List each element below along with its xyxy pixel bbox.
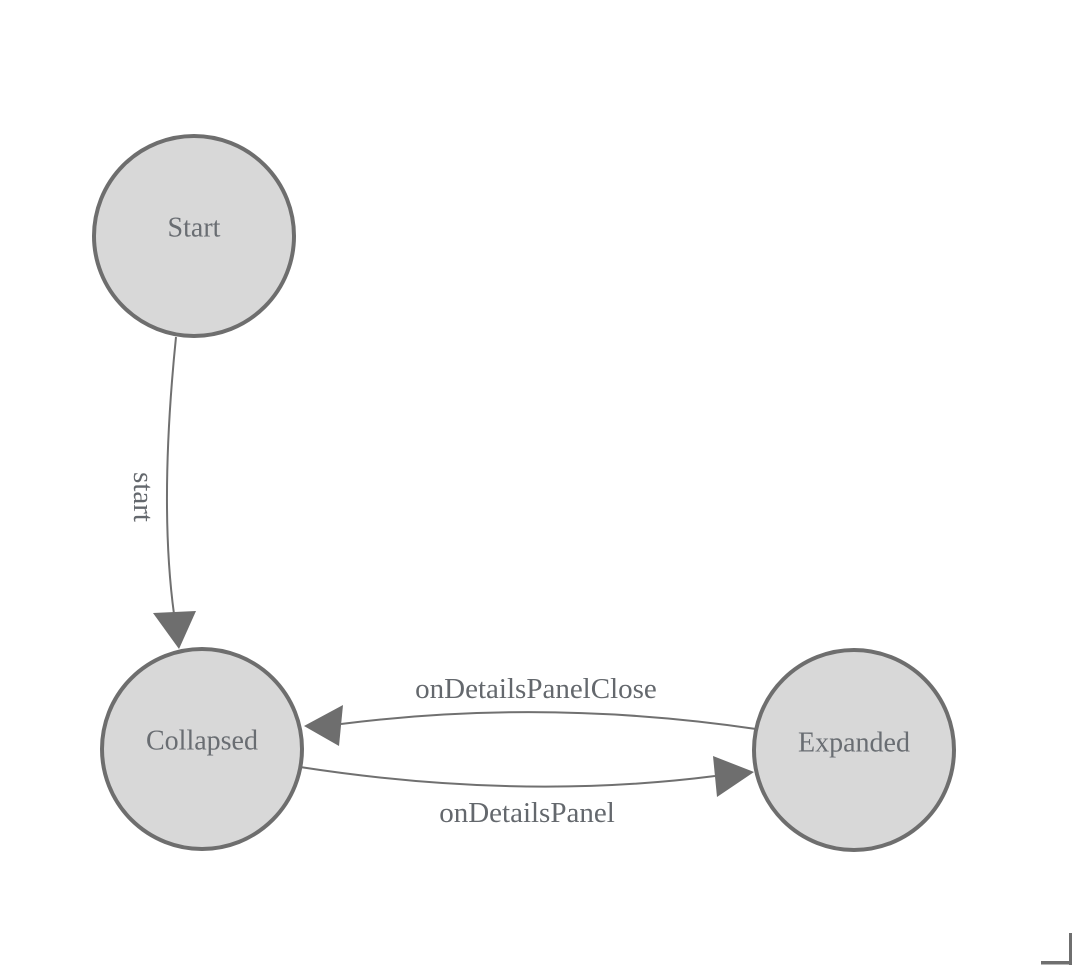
edge-label-start: start: [127, 472, 159, 522]
edge-line: [340, 711, 757, 730]
state-label-collapsed: Collapsed: [146, 726, 258, 757]
state-circle: [100, 647, 304, 851]
state-circle: [92, 134, 296, 338]
edge-collapsed-to-expanded: onDetailsPanel: [299, 756, 754, 829]
edge-line: [299, 766, 716, 788]
arrowhead-icon: [153, 611, 196, 649]
corner-mark-horizontal: [1041, 961, 1072, 965]
state-label-expanded: Expanded: [798, 728, 910, 759]
edge-start-to-collapsed: start: [127, 336, 196, 649]
state-label-start: Start: [168, 213, 221, 244]
state-circle: [752, 648, 956, 852]
edge-label-ondetailspanelclose: onDetailsPanelClose: [415, 673, 657, 705]
edge-expanded-to-collapsed: onDetailsPanelClose: [304, 673, 757, 746]
arrowhead-icon: [713, 756, 754, 797]
state-node-collapsed[interactable]: Collapsed: [100, 647, 304, 851]
canvas-corner-mark: [1041, 933, 1072, 965]
edge-label-ondetailspanel: onDetailsPanel: [439, 797, 615, 829]
arrowhead-icon: [304, 705, 343, 746]
edge-line: [165, 336, 177, 615]
state-node-start[interactable]: Start: [92, 134, 296, 338]
state-node-expanded[interactable]: Expanded: [752, 648, 956, 852]
corner-mark-vertical: [1069, 933, 1072, 965]
